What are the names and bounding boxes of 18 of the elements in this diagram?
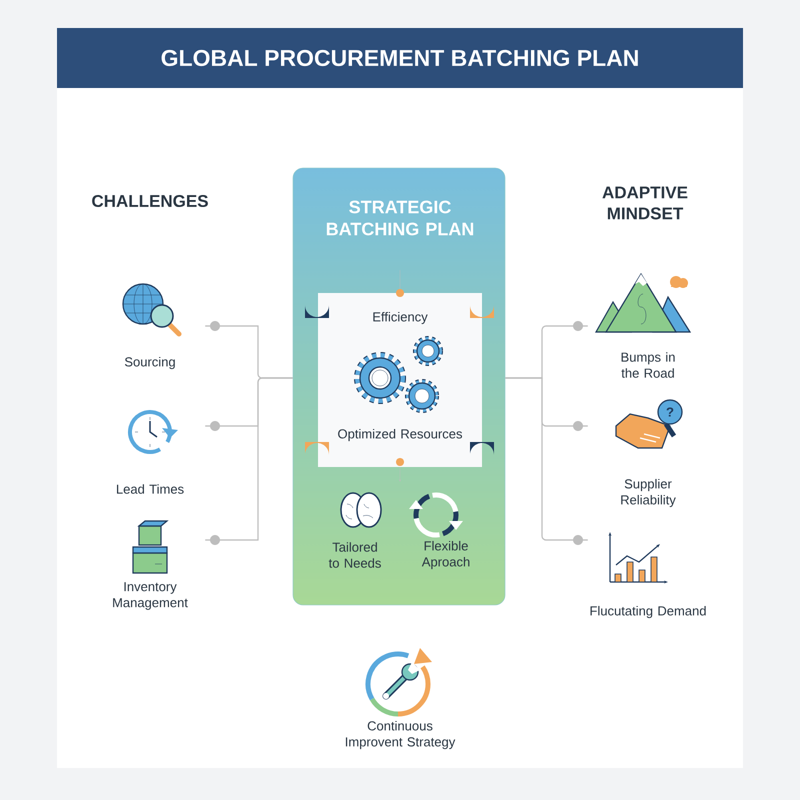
item-label: Supplier Reliability [621, 478, 676, 508]
panel-heading: STRATEGIC BATCHING PLAN [326, 200, 474, 236]
connector [205, 377, 293, 541]
connector [505, 377, 588, 541]
section-heading: ADAPTIVE MINDSET [602, 186, 688, 220]
item-label: Efficiency [373, 312, 428, 324]
section-heading: CHALLENGES [92, 194, 208, 208]
item-label: Lead Times [117, 484, 184, 494]
question-mark: ? [666, 407, 674, 417]
item-label: Flucutating Demand [590, 606, 706, 618]
item-label: Sourcing [124, 356, 175, 370]
item-label: Continuous Improvent Strategy [346, 720, 456, 750]
item-label: Flexible Aproach [422, 540, 470, 570]
title-banner: GLOBAL PROCUREMENT BATCHING PLAN [57, 28, 743, 88]
item-label: Tailored to Needs [328, 542, 381, 568]
item-label: Optimized Resources [338, 428, 462, 442]
item-label: Inventory Management [113, 582, 188, 610]
item-label: Bumps in the Road [621, 352, 675, 378]
